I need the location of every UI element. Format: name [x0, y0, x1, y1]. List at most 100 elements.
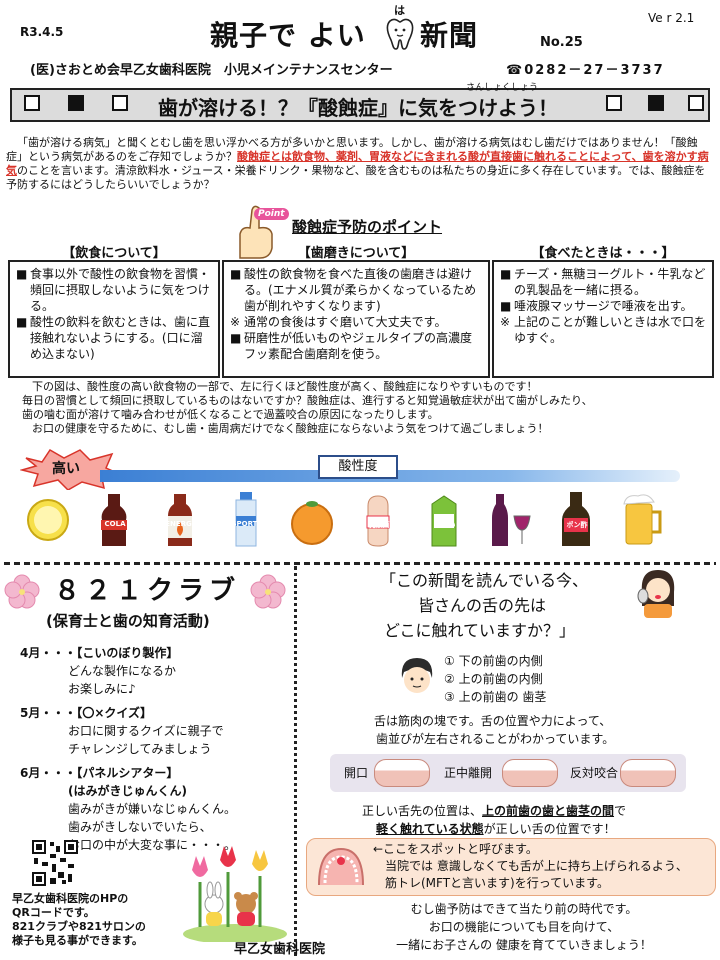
- bullet-icon: ■: [500, 267, 512, 281]
- headline-banner: さんしょくしょう 歯が溶ける！？『酸蝕症』に気をつけよう！: [10, 83, 710, 122]
- tongue-explain: 舌は筋肉の塊です。舌の位置や力によって、 歯並びが左右されることがわかっています…: [374, 712, 614, 748]
- correct-text-d: 軽く触れている状態: [376, 822, 484, 836]
- schedule-line: 歯みがきしないでいたら、: [68, 820, 212, 834]
- closing-line: 一緒にお子さんの 健康を育てていきましょう！: [396, 938, 652, 952]
- schedule-event: 【〇×クイズ】: [76, 706, 153, 720]
- newspaper-title: 親子で よい: [210, 14, 366, 54]
- correct-text-b: 上の前歯の歯と歯茎の間: [482, 804, 615, 818]
- prevention-column-heading: 【食べたときは・・・】: [531, 246, 675, 261]
- bullet-icon: ■: [16, 315, 28, 329]
- diastema-teeth-icon: [502, 759, 558, 787]
- product-label: ENERGY: [165, 520, 197, 528]
- schedule-month: 6月・・・: [20, 766, 77, 780]
- schedule-line: どんな製作になるか: [68, 664, 177, 678]
- schedule-entry: 5月・・・【〇×クイズ】お口に関するクイズに親子でチャレンジしてみましょう: [20, 704, 224, 758]
- flower-icon: [250, 574, 286, 609]
- acidity-line: お口の健康を守るために、むし歯・歯周病だけでなく酸蝕症にならないよう気をつけて過…: [32, 422, 549, 435]
- flower-icon: [4, 574, 40, 609]
- spot-line: 筋トレ(MFTと言います)を行っています。: [385, 876, 609, 890]
- explain-line: 歯並びが左右されることがわかっています。: [376, 732, 615, 746]
- schedule-month: 5月・・・: [20, 706, 77, 720]
- spot-info-box: ←ここをスポットと呼びます。 当院では 意識しなくても舌が上に持ち上げられるよう…: [306, 838, 716, 896]
- beer-icon: [618, 490, 668, 550]
- section-divider: [4, 562, 716, 565]
- prevention-column: 【歯磨きについて】■酸性の飲食物を食べた直後の歯磨きは避ける。(エナメル質が柔ら…: [222, 246, 490, 378]
- acidity-line: 下の図は、酸性度の高い飲食物の一部で、左に行くほど酸性度が高く、酸蝕症になりやす…: [32, 380, 538, 393]
- correct-text-a: 正しい舌先の位置は、: [362, 804, 483, 818]
- bullet-icon: ■: [500, 299, 512, 313]
- schedule-line: チャレンジしてみましょう: [68, 742, 212, 756]
- prevention-item-text: 上記のことが難しいときは水で口をゆすぐ。: [514, 315, 707, 345]
- square-outline-icon: [688, 95, 704, 111]
- open-bite-teeth-icon: [374, 759, 430, 787]
- product-label: やさい: [434, 521, 456, 529]
- schedule-line: お口に関するクイズに親子で: [68, 724, 224, 738]
- qr-caption-line: 821クラブや821サロンの: [12, 920, 146, 933]
- tongue-question: 「この新聞を読んでいる今、 皆さんの舌の先は どこに触れていますか？」: [380, 568, 588, 643]
- prevention-item: ■酸性の飲食物を食べた直後の歯磨きは避ける。(エナメル質が柔らかくなっているため…: [230, 266, 482, 314]
- bullet-icon: ■: [16, 267, 28, 281]
- prevention-item-text: 唾液腺マッサージで唾液を出す。: [514, 299, 693, 313]
- club-clinic-name: 早乙女歯科医院: [234, 942, 326, 957]
- product-label: ポン酢: [566, 521, 588, 529]
- version-label: Ve r 2.1: [648, 11, 695, 25]
- bite-types-panel: 開口 正中離開 反対咬合: [330, 754, 686, 792]
- bullet-icon: ※: [230, 315, 241, 329]
- closing-line: むし歯予防はできて当たり前の時代です。: [410, 902, 638, 916]
- intro-paragraph: 「歯が溶ける病気」と聞くとむし歯を思い浮かべる方が多いかと思います。しかし、歯が…: [6, 136, 714, 192]
- headline-ruby: さんしょくしょう: [466, 83, 539, 93]
- qr-caption-line: 早乙女歯科医院のHPの: [12, 892, 129, 905]
- prevention-item-text: 酸性の飲食物を食べた直後の歯磨きは避ける。(エナメル質が柔らかくなっているため歯…: [244, 267, 477, 313]
- bullet-icon: ■: [230, 267, 242, 281]
- prevention-column: 【飲食について】■食事以外で酸性の飲食物を習慣・頻回に摂取しないように気をつける…: [8, 246, 220, 378]
- qr-caption-line: 様子も見る事ができます。: [12, 934, 143, 947]
- prevention-column: 【食べたときは・・・】■チーズ・無糖ヨーグルト・牛乳などの乳製品を一緒に摂る。■…: [492, 246, 714, 378]
- orange-icon: [288, 490, 338, 550]
- prevention-item-text: 研磨性が低いものやジェルタイプの高濃度フッ素配合歯磨剤を使う。: [244, 331, 473, 361]
- qr-code[interactable]: [32, 840, 78, 886]
- prevention-item-text: 食事以外で酸性の飲食物を習慣・頻回に摂取しないように気をつける。: [30, 267, 211, 313]
- prevention-item: ■食事以外で酸性の飲食物を習慣・頻回に摂取しないように気をつける。: [16, 266, 212, 314]
- explain-line: 舌は筋肉の塊です。舌の位置や力によって、: [374, 714, 612, 728]
- square-outline-icon: [606, 95, 622, 111]
- product-label: SPORTS: [231, 520, 263, 528]
- acidity-line: 毎日の習慣として頻回に摂取しているものはないですか？酸蝕症は、進行すると知覚過敏…: [22, 394, 593, 407]
- club-subtitle: (保育士と歯の知育活動): [46, 612, 210, 630]
- sports-drink-icon: SPORTS: [222, 490, 272, 550]
- point-badge: Point: [254, 208, 289, 220]
- prevention-item-text: 通常の食後はすぐ磨いて大丈夫です。: [244, 315, 447, 329]
- prevention-item: ※上記のことが難しいときは水で口をゆすぐ。: [500, 314, 706, 346]
- square-filled-icon: [68, 95, 84, 111]
- column-divider: [294, 566, 297, 956]
- spot-line: ←ここをスポットと呼びます。: [373, 842, 538, 856]
- cola-bottle-icon: COLA: [90, 490, 140, 550]
- bullet-icon: ※: [500, 315, 511, 329]
- bite-type-label: 正中離開: [444, 766, 493, 780]
- headline-text: 歯が溶ける！？『酸蝕症』に気をつけよう！: [158, 96, 558, 120]
- closing-line: お口の機能についても目を向けて、: [428, 920, 620, 934]
- crossbite-teeth-icon: [620, 759, 676, 787]
- lemon-icon: [24, 490, 74, 550]
- vegetable-juice-icon: やさい: [420, 490, 470, 550]
- schedule-line: 歯みがきが嫌いなじゅんくん。: [68, 802, 237, 816]
- prevention-item: ■研磨性が低いものやジェルタイプの高濃度フッ素配合歯磨剤を使う。: [230, 330, 482, 362]
- question-line: 皆さんの舌の先は: [418, 596, 547, 615]
- issue-number: No.25: [540, 35, 583, 50]
- issue-date: R3.4.5: [20, 25, 64, 39]
- schedule-line: お口の中が大変な事に・・・。: [68, 838, 237, 852]
- girl-mirror-illustration: [637, 570, 675, 618]
- prevention-item: ■酸性の飲料を飲むときは、歯に直接触れないようにする。(口に溜め込まない): [16, 314, 212, 362]
- bite-type-label: 開口: [344, 766, 369, 780]
- schedule-event: 【こいのぼり製作】: [76, 646, 179, 660]
- tooth-logo-icon: は: [382, 4, 418, 52]
- option-item: ① 下の前歯の内側: [444, 654, 543, 668]
- correct-position-text: 正しい舌先の位置は、上の前歯の歯と歯茎の間で 軽く触れている状態が正しい舌の位置…: [362, 802, 626, 838]
- schedule-event: 【パネルシアター】: [76, 766, 179, 780]
- bite-type-label: 反対咬合: [570, 766, 619, 780]
- correct-text-e: が正しい舌の位置です！: [483, 822, 616, 836]
- ponzu-bottle-icon: ポン酢: [552, 490, 602, 550]
- spot-line: 当院では 意識しなくても舌が上に持ち上げられるよう、: [385, 859, 688, 873]
- prevention-title: 酸蝕症予防のポイント: [292, 218, 443, 236]
- clinic-phone: ☎0282－27－3737: [506, 63, 665, 78]
- energy-drink-icon: ENERGY: [156, 490, 206, 550]
